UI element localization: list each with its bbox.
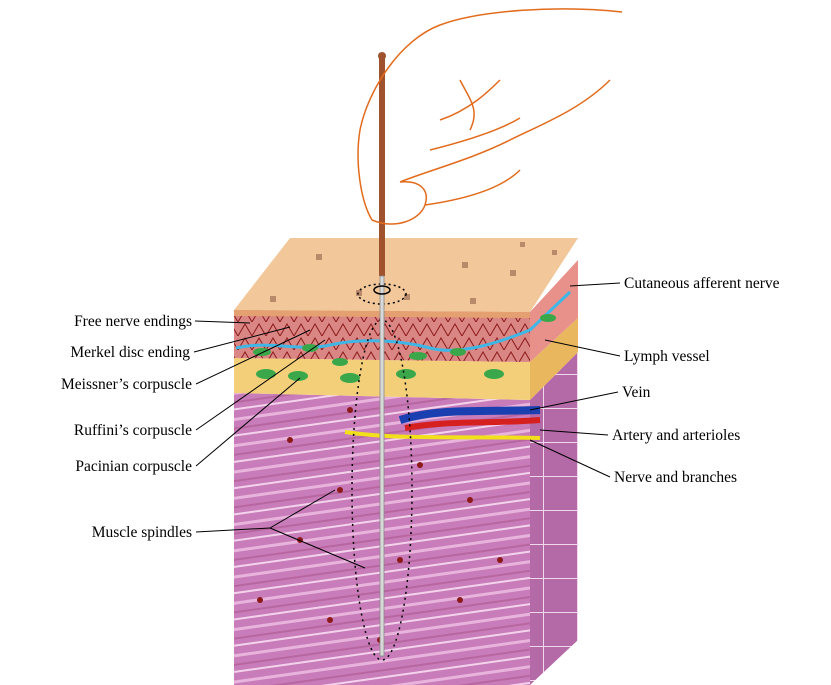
label-pacinian-corpuscle: Pacinian corpuscle — [75, 458, 192, 475]
label-cutaneous-afferent-nerve: Cutaneous afferent nerve — [624, 275, 780, 292]
label-merkel-disc-ending: Merkel disc ending — [70, 344, 190, 361]
label-vein: Vein — [622, 384, 651, 401]
label-nerve-and-branches: Nerve and branches — [614, 469, 737, 486]
label-lymph-vessel: Lymph vessel — [624, 348, 710, 365]
label-ruffini-corpuscle: Ruffini’s corpuscle — [74, 422, 192, 439]
label-meissner-corpuscle: Meissner’s corpuscle — [61, 376, 192, 393]
label-free-nerve-endings: Free nerve endings — [74, 313, 192, 330]
hand-outline — [358, 9, 622, 224]
label-muscle-spindles: Muscle spindles — [92, 524, 192, 541]
tissue-block — [234, 238, 578, 685]
label-artery-and-arterioles: Artery and arterioles — [612, 427, 740, 444]
epidermis-surface — [234, 238, 578, 312]
